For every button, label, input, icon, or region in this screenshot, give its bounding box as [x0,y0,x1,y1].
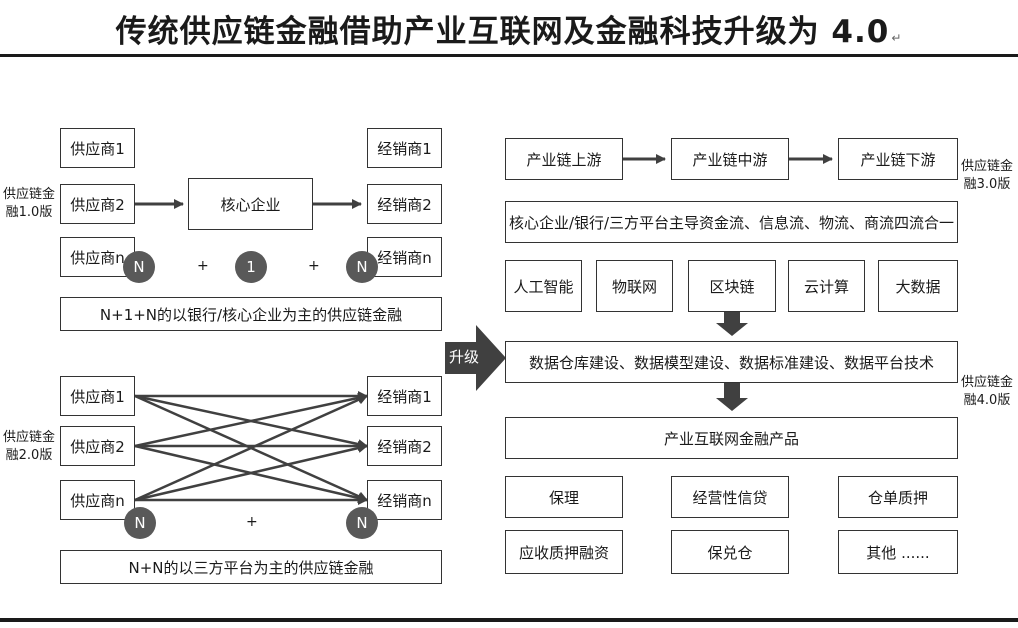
v4-data-build: 数据仓库建设、数据模型建设、数据标准建设、数据平台技术 [505,341,958,383]
v3-downstream: 产业链下游 [838,138,958,180]
v2-supplier-2: 供应商2 [60,426,135,466]
v3-midstream: 产业链中游 [671,138,789,180]
v1-plus-right: + [308,258,320,274]
v1-dealer-2: 经销商2 [367,184,442,224]
v2-circle-n-left: N [124,507,156,539]
v1-circle-n-left: N [123,251,155,283]
v4-tech-iot: 物联网 [596,260,673,312]
paragraph-mark: ↵ [891,31,903,45]
v1-dealer-n: 经销商n [367,237,442,277]
v3-label-line1: 供应链金 [961,159,1014,174]
v3-upstream: 产业链上游 [505,138,623,180]
v4-label-line2: 融4.0版 [963,393,1011,408]
v2-supplier-n: 供应商n [60,480,135,520]
v4-tech-bigdata: 大数据 [878,260,958,312]
v1-label-line1: 供应链金 [3,187,56,202]
v4-product-factoring: 保理 [505,476,623,518]
v2-label: 供应链金 融2.0版 [3,429,55,465]
v2-dealer-1: 经销商1 [367,376,442,416]
down-arrow-2 [716,383,748,411]
v4-tech-blockchain: 区块链 [688,260,776,312]
v2-dealer-n: 经销商n [367,480,442,520]
v2-cross-arrows [134,391,368,505]
v1-supplier-n: 供应商n [60,237,135,277]
v4-product-confirming-warehouse: 保兑仓 [671,530,789,574]
v3-integration: 核心企业/银行/三方平台主导资金流、信息流、物流、商流四流合一 [505,201,958,243]
v1-dealer-1: 经销商1 [367,128,442,168]
v2-label-line2: 融2.0版 [5,448,53,463]
page-title: 传统供应链金融借助产业互联网及金融科技升级为 4.0↵ [0,6,1018,51]
v1-circle-n-right: N [346,251,378,283]
v4-product-warehouse-receipt: 仓单质押 [838,476,958,518]
v3-label-line2: 融3.0版 [963,177,1011,192]
top-rule [0,54,1018,57]
v2-circle-n-right: N [346,507,378,539]
v2-dealer-2: 经销商2 [367,426,442,466]
v4-tech-ai: 人工智能 [505,260,582,312]
upgrade-label: 升级 [449,348,480,366]
v1-core-enterprise: 核心企业 [188,178,313,230]
v1-label-line2: 融1.0版 [5,205,53,220]
down-arrow-1 [716,311,748,336]
v2-label-line1: 供应链金 [3,430,56,445]
v4-label: 供应链金 融4.0版 [961,374,1013,410]
v4-tech-cloud: 云计算 [788,260,865,312]
v1-caption: N+1+N的以银行/核心企业为主的供应链金融 [60,297,442,331]
v4-product-operating-loan: 经营性信贷 [671,476,789,518]
v4-product-receivable-pledge: 应收质押融资 [505,530,623,574]
bottom-rule [0,618,1018,622]
v1-supplier-2: 供应商2 [60,184,135,224]
v4-label-line1: 供应链金 [961,375,1014,390]
v2-plus: + [246,514,258,530]
v4-product-other: 其他 ...... [838,530,958,574]
v1-label: 供应链金 融1.0版 [3,186,55,222]
v2-caption: N+N的以三方平台为主的供应链金融 [60,550,442,584]
v1-supplier-1: 供应商1 [60,128,135,168]
title-text: 传统供应链金融借助产业互联网及金融科技升级为 4.0 [115,14,890,50]
v1-circle-1: 1 [235,251,267,283]
v1-plus-left: + [197,258,209,274]
v4-product: 产业互联网金融产品 [505,417,958,459]
v3-label: 供应链金 融3.0版 [961,158,1013,194]
upgrade-arrow-shape [445,325,506,391]
v2-supplier-1: 供应商1 [60,376,135,416]
